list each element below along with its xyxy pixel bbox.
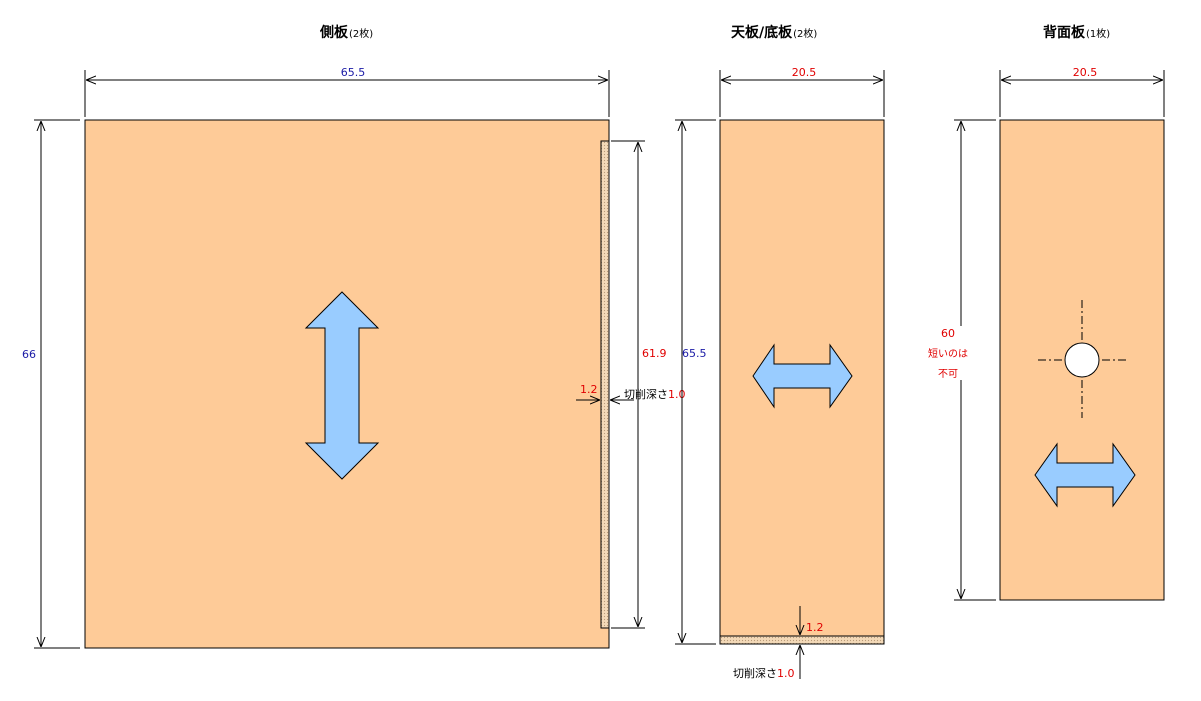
hole-icon xyxy=(1064,342,1100,378)
top-cut-depth-value: 1.0 xyxy=(777,667,795,680)
back-note-line1: 短いのは xyxy=(928,347,968,360)
side-groove xyxy=(600,140,610,629)
back-width-label: 20.5 xyxy=(1073,66,1098,79)
top-bottom-panel: 天板/底板(2枚) 20.5 65.5 1.2 切削深さ1.0 xyxy=(675,24,885,680)
top-cut-depth-text: 切削深さ xyxy=(733,666,777,680)
back-panel-name: 背面板 xyxy=(1043,24,1086,41)
side-panel-count: (2枚) xyxy=(349,27,373,40)
grain-direction-horizontal-icon xyxy=(752,343,853,409)
top-bottom-panel-title: 天板/底板(2枚) xyxy=(731,24,817,41)
back-panel: 背面板(1枚) 20.5 60 短いのは 不可 xyxy=(928,24,1165,601)
grain-direction-horizontal-icon xyxy=(1034,442,1136,508)
side-panel-name: 側板 xyxy=(319,24,349,41)
side-height-label: 66 xyxy=(22,348,36,361)
top-bottom-panel-name: 天板/底板 xyxy=(731,24,793,41)
side-panel: 側板(2枚) 65.5 66 61.9 1.2 切削深さ1.0 xyxy=(22,24,686,649)
back-panel-count: (1枚) xyxy=(1086,27,1110,40)
back-height-label: 60 xyxy=(941,327,955,340)
top-height-label: 65.5 xyxy=(682,347,707,360)
back-note-line2: 不可 xyxy=(938,369,958,380)
side-width-label: 65.5 xyxy=(341,66,366,79)
top-cut-depth: 切削深さ1.0 xyxy=(733,666,795,680)
side-panel-title: 側板(2枚) xyxy=(319,24,373,41)
top-bottom-panel-count: (2枚) xyxy=(793,27,817,40)
back-height-label-mask xyxy=(928,326,978,380)
top-groove-width-label: 1.2 xyxy=(806,621,824,634)
top-width-label: 20.5 xyxy=(792,66,817,79)
side-cut-depth-text: 切削深さ xyxy=(624,387,668,401)
side-cut-depth-value: 1.0 xyxy=(668,388,686,401)
groove-length-label: 61.9 xyxy=(642,347,667,360)
back-panel-title: 背面板(1枚) xyxy=(1043,24,1110,41)
side-cut-depth: 切削深さ1.0 xyxy=(624,387,686,401)
groove-width-label: 1.2 xyxy=(580,383,598,396)
grain-direction-vertical-icon xyxy=(304,291,380,480)
top-bottom-groove xyxy=(719,635,885,645)
